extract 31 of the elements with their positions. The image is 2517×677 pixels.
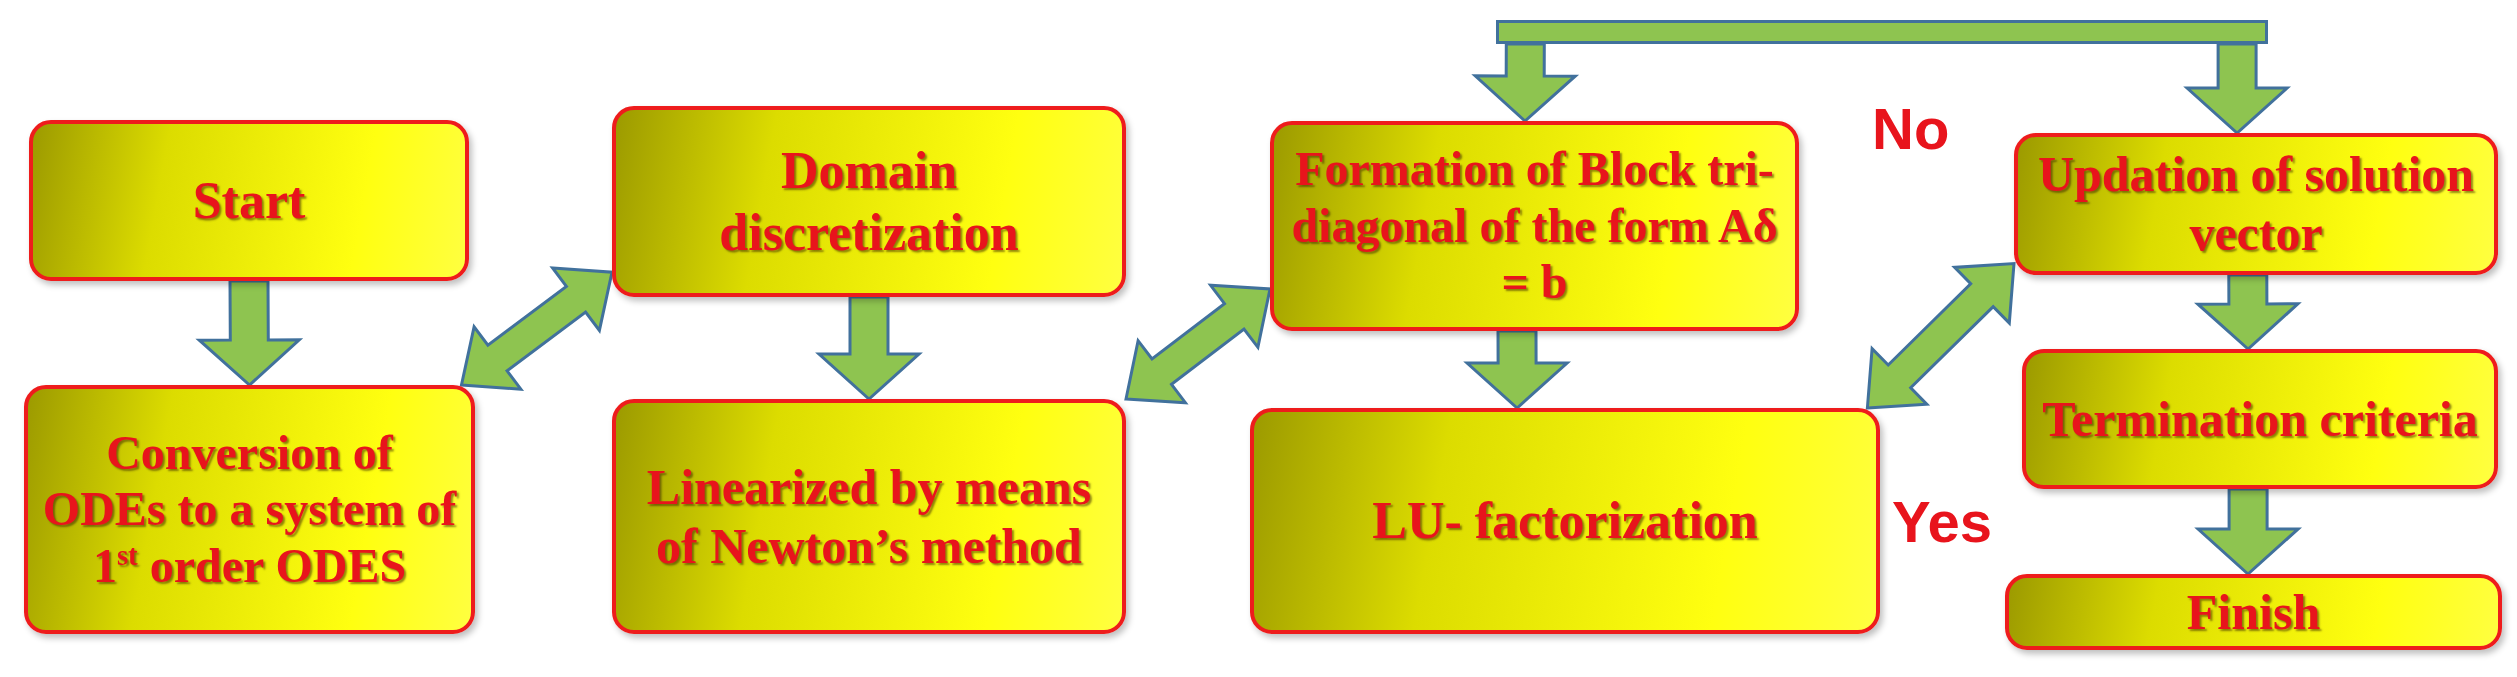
double-arrow bbox=[1865, 262, 2016, 410]
process-box bbox=[612, 106, 1126, 297]
block-arrow bbox=[2194, 273, 2302, 351]
block-arrow bbox=[2194, 487, 2302, 576]
process-box bbox=[1270, 121, 1799, 331]
box-text: Termination criteria bbox=[2042, 389, 2478, 449]
double-arrow bbox=[1124, 283, 1272, 405]
decision-label: Yes bbox=[1892, 493, 1992, 551]
block-arrow bbox=[2183, 42, 2291, 135]
process-box bbox=[2005, 574, 2502, 650]
process-box bbox=[24, 385, 475, 634]
double-arrow bbox=[459, 266, 614, 391]
box-text: Start bbox=[192, 170, 306, 231]
box-text: Domain discretization bbox=[718, 141, 1020, 263]
bar bbox=[1496, 20, 2268, 44]
box-text: LU- factorization bbox=[1372, 491, 1758, 552]
block-arrow bbox=[1463, 329, 1571, 410]
decision-label: No bbox=[1872, 100, 1950, 158]
block-arrow bbox=[195, 279, 304, 387]
block-arrow bbox=[1471, 42, 1580, 123]
process-box bbox=[1250, 408, 1880, 634]
box-text: Formation of Block tri-diagonal of the form Aδ = b bbox=[1290, 141, 1779, 311]
process-box bbox=[612, 399, 1126, 634]
box-text: Linearized by means of Newton’s method bbox=[645, 457, 1093, 576]
box-text: Conversion of ODEs to a system of 1$^{st}$ order ODES bbox=[42, 424, 457, 594]
box-text: Updation of solution vector bbox=[2036, 145, 2476, 263]
block-arrow bbox=[815, 295, 923, 401]
box-text: Finish bbox=[2186, 582, 2321, 642]
process-box bbox=[29, 120, 469, 281]
process-box bbox=[2022, 349, 2498, 489]
process-box bbox=[2014, 133, 2498, 275]
